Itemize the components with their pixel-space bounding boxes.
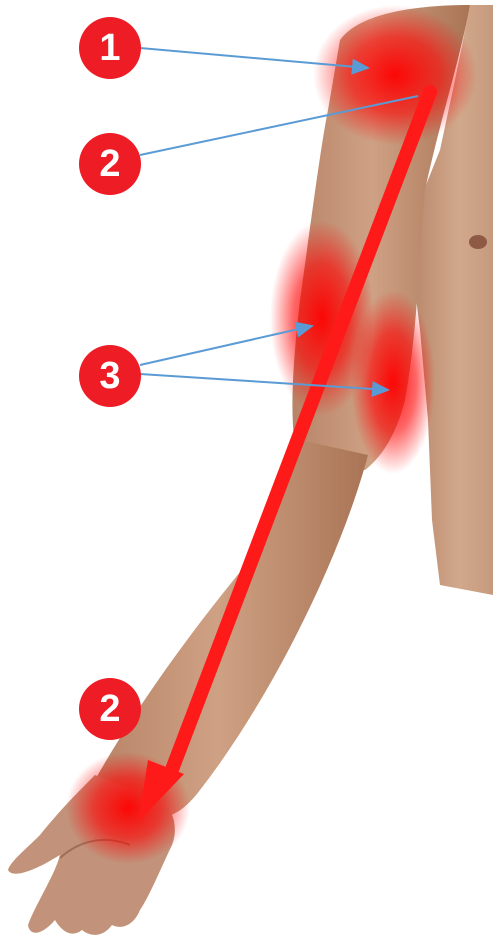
triceps-pain-glow — [351, 290, 435, 474]
marker-2-bottom-badge: 2 — [79, 678, 141, 740]
marker-1-badge: 1 — [79, 17, 141, 79]
marker-3-badge: 3 — [79, 345, 141, 407]
nipple — [469, 235, 487, 249]
shoulder-pain-glow — [313, 5, 477, 145]
marker-2-top-badge: 2 — [79, 133, 141, 195]
